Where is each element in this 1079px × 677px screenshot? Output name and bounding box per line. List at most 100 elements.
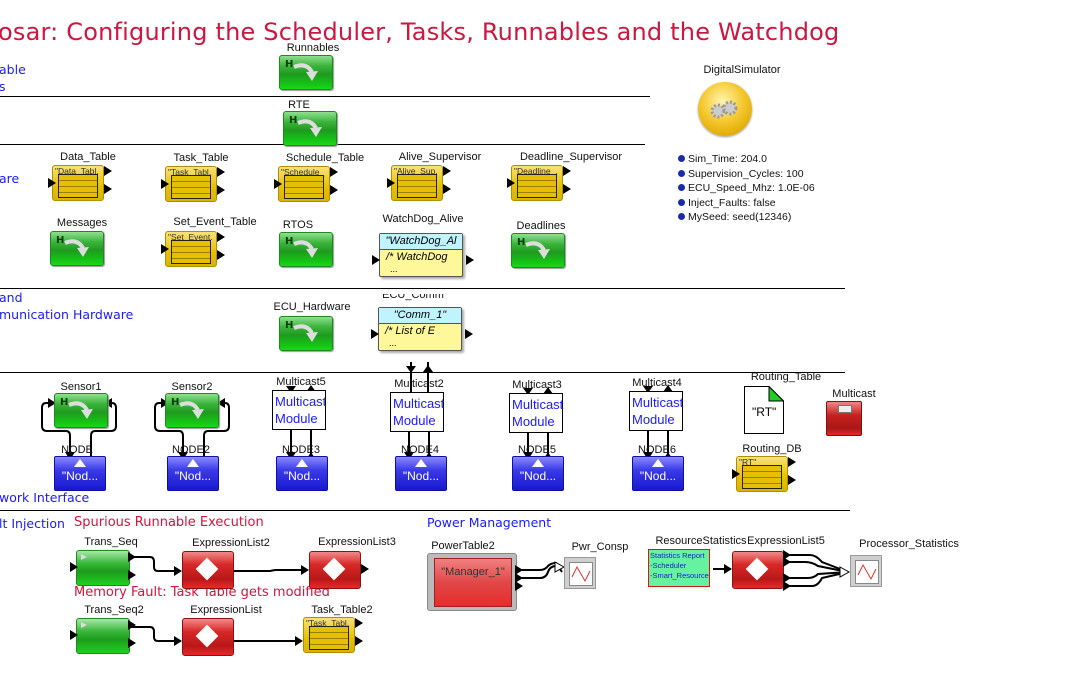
hierarchy-icon: H [285, 236, 294, 247]
port-arrow-icon[interactable] [783, 581, 791, 591]
port-arrow-icon[interactable] [355, 636, 363, 646]
port-arrow-icon[interactable] [563, 166, 571, 176]
port-arrow-icon[interactable] [217, 185, 225, 195]
port-arrow-icon[interactable] [783, 573, 791, 583]
port-arrow-icon[interactable] [563, 184, 571, 194]
param-sim-time[interactable]: Sim_Time: 204.0 [678, 153, 767, 165]
ecu-comm-expression[interactable]: "Comm_1" /* List of E ... [378, 307, 462, 351]
section-runnable-label-1: able [0, 62, 26, 77]
port-arrow-icon[interactable] [161, 244, 169, 254]
node-triangle-icon [296, 459, 308, 467]
routing-table-document[interactable]: "RT" [744, 385, 785, 434]
port-arrow-icon[interactable] [128, 638, 136, 648]
diagram-title: osar: Configuring the Scheduler, Tasks, … [0, 18, 840, 46]
port-arrow-icon[interactable] [355, 618, 363, 628]
data-table-block[interactable]: "Data_Tabl... [52, 165, 104, 201]
param-ecu-speed[interactable]: ECU_Speed_Mhz: 1.0E-06 [678, 182, 815, 194]
power-table2-block[interactable]: "Manager_1" [427, 553, 517, 611]
trans-seq-block[interactable] [76, 550, 130, 586]
task-table2-block[interactable]: "Task_Tabl... [303, 617, 355, 653]
expression-list-block[interactable] [182, 618, 234, 656]
deadlines-label: Deadlines [516, 220, 566, 232]
param-my-seed[interactable]: MySeed: seed(12346) [678, 211, 791, 223]
port-arrow-icon[interactable] [128, 620, 136, 630]
port-arrow-icon[interactable] [443, 184, 451, 194]
port-arrow-icon[interactable] [783, 550, 791, 560]
ecu-hardware-composite-block[interactable]: H [279, 316, 333, 351]
watchdog-alive-expression[interactable]: "WatchDog_Al /* WatchDog ... [379, 233, 463, 277]
alive-supervisor-label: Alive_Supervisor [398, 151, 482, 163]
node6-block[interactable]: "Nod... [632, 456, 684, 491]
arrow-icon [525, 241, 550, 259]
parameter-bullet-icon [678, 170, 685, 177]
port-arrow-icon[interactable] [788, 457, 796, 467]
processor-statistics-plotter[interactable] [850, 555, 882, 587]
runnables-composite-block[interactable]: H [279, 55, 333, 90]
port-arrow-icon[interactable] [788, 475, 796, 485]
routing-db-block[interactable]: "RT" [736, 456, 788, 492]
resource-statistics-block[interactable]: Statistics Report -Scheduler -Smart_Reso… [648, 549, 710, 587]
port-arrow-icon[interactable] [443, 166, 451, 176]
port-arrow-icon[interactable] [732, 469, 740, 479]
port-arrow-icon[interactable] [361, 564, 369, 574]
pwr-consp-plotter[interactable] [564, 557, 596, 589]
port-arrow-icon[interactable] [466, 255, 474, 265]
node5-block[interactable]: "Nod... [512, 456, 564, 491]
node3-block[interactable]: "Nod... [276, 456, 328, 491]
port-arrow-icon[interactable] [515, 565, 523, 575]
param-supervision-cycles[interactable]: Supervision_Cycles: 100 [678, 168, 804, 180]
sensor1-composite-block[interactable]: H [54, 393, 108, 428]
director-label: DigitalSimulator [703, 64, 781, 76]
set-event-table-block[interactable]: "Set_Event... [165, 231, 217, 267]
port-arrow-icon[interactable] [217, 232, 225, 242]
node-block[interactable]: "Nod... [54, 456, 106, 491]
port-arrow-icon[interactable] [330, 185, 338, 195]
node-triangle-icon [532, 459, 544, 467]
port-arrow-icon[interactable] [507, 178, 515, 188]
param-inject-faults[interactable]: Inject_Faults: false [678, 197, 776, 209]
port-arrow-icon[interactable] [104, 166, 112, 176]
port-arrow-icon[interactable] [217, 167, 225, 177]
rte-composite-block[interactable]: H [283, 111, 337, 146]
node4-block[interactable]: "Nod... [395, 456, 447, 491]
deadline-supervisor-block[interactable]: "Deadline_... [511, 165, 563, 201]
node2-block[interactable]: "Nod... [167, 456, 219, 491]
digital-simulator-director[interactable] [698, 82, 752, 136]
port-arrow-icon[interactable] [217, 250, 225, 260]
port-arrow-icon[interactable] [48, 178, 56, 188]
expression-list3-block[interactable] [309, 551, 361, 589]
task-table-block[interactable]: "Task_Tabl... [165, 166, 217, 202]
rtos-label: RTOS [282, 219, 314, 231]
multicast-block[interactable] [826, 401, 862, 436]
schedule-table-block[interactable]: "Schedule_... [278, 166, 330, 202]
port-arrow-icon[interactable] [274, 179, 282, 189]
port-arrow-icon[interactable] [128, 570, 136, 580]
rtos-composite-block[interactable]: H [279, 232, 333, 267]
expression-list5-block[interactable] [732, 551, 784, 589]
port-arrow-icon[interactable] [161, 179, 169, 189]
port-arrow-icon[interactable] [330, 167, 338, 177]
messages-composite-block[interactable]: H [50, 231, 104, 266]
port-arrow-icon[interactable] [515, 581, 523, 591]
expression-list2-block[interactable] [182, 551, 234, 589]
port-arrow-icon[interactable] [70, 562, 78, 572]
alive-supervisor-block[interactable]: "Alive_Sup... [391, 165, 443, 201]
port-arrow-icon[interactable] [515, 573, 523, 583]
port-arrow-icon[interactable] [387, 178, 395, 188]
port-arrow-icon[interactable] [70, 630, 78, 640]
port-arrow-icon[interactable] [465, 329, 473, 339]
resource-statistics-label: ResourceStatistics [655, 535, 747, 547]
port-arrow-icon[interactable] [372, 255, 380, 265]
deadlines-composite-block[interactable]: H [511, 233, 565, 268]
port-arrow-icon[interactable] [104, 184, 112, 194]
trans-seq2-block[interactable] [76, 618, 130, 654]
port-arrow-icon[interactable] [128, 552, 136, 562]
sensor2-composite-block[interactable]: H [165, 393, 219, 428]
port-arrow-icon[interactable] [371, 329, 379, 339]
port-arrow-icon[interactable] [783, 557, 791, 567]
parameter-bullet-icon [678, 199, 685, 206]
